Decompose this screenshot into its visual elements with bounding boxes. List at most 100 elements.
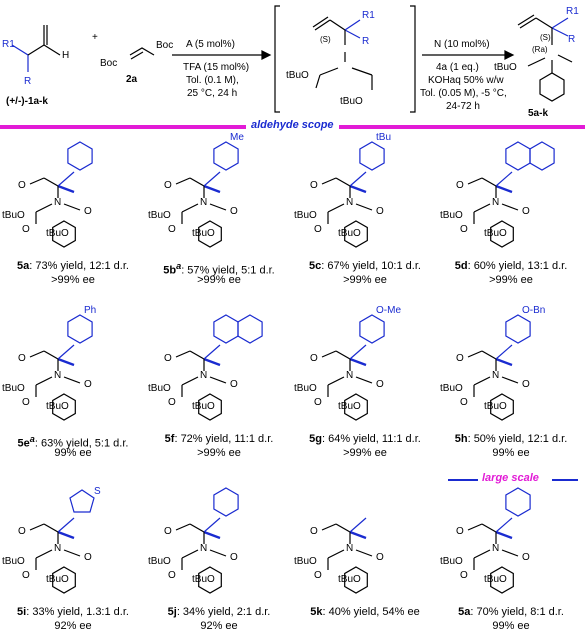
intermediate-group-b: tBuO bbox=[340, 96, 363, 107]
fused-ring bbox=[237, 314, 263, 344]
step2-reagent: 4a (1 eq.) bbox=[436, 62, 479, 73]
tbuo-group-lower: tBuO bbox=[338, 574, 361, 585]
compound-id: 5c bbox=[309, 260, 322, 272]
tbuo-group: tBuO bbox=[148, 383, 171, 394]
product-caption: 5i: 33% yield, 1.3:1 d.r. bbox=[0, 606, 146, 619]
nitrogen-atom: N bbox=[54, 197, 61, 208]
tbuo-group-lower: tBuO bbox=[192, 228, 215, 239]
nitrogen-atom: N bbox=[346, 197, 353, 208]
tbuo-group-lower: tBuO bbox=[484, 401, 507, 412]
tbuo-group: tBuO bbox=[294, 210, 317, 221]
tbuo-group: tBuO bbox=[440, 383, 463, 394]
lactam-oxygen: O bbox=[230, 379, 238, 390]
ee-text: 92% ee bbox=[200, 620, 238, 632]
step2-solvent: Tol. (0.05 M), -5 °C, bbox=[420, 88, 507, 99]
aryl-ring bbox=[505, 487, 531, 517]
nitrogen-atom: N bbox=[200, 370, 207, 381]
nitrogen-atom: N bbox=[492, 543, 499, 554]
carbamate-oxygen: O bbox=[314, 224, 322, 235]
product-caption: 5k: 40% yield, 54% ee bbox=[292, 606, 438, 619]
aryl-ring bbox=[67, 314, 93, 344]
product-caption: 5g: 64% yield, 11:1 d.r. bbox=[292, 433, 438, 446]
lactam-oxygen: O bbox=[522, 379, 530, 390]
nitrogen-atom: N bbox=[54, 543, 61, 554]
product-caption: 5ea: 63% yield, 5:1 d.r. bbox=[0, 433, 146, 451]
aryl-ring bbox=[505, 141, 531, 171]
step1-solvent: Tol. (0.1 M), bbox=[186, 75, 239, 86]
aryl-ring bbox=[213, 314, 239, 344]
compound-id: 5j bbox=[167, 606, 177, 618]
compound-id: 5f bbox=[164, 433, 175, 445]
yield-text: : 72% yield, 11:1 d.r. bbox=[174, 433, 274, 445]
aryl-substituent: O-Bn bbox=[522, 305, 545, 316]
benzo-ring bbox=[344, 566, 368, 594]
carbamate-oxygen: O bbox=[314, 397, 322, 408]
tbuo-group: tBuO bbox=[294, 556, 317, 567]
product-caption: 5a: 70% yield, 8:1 d.r. bbox=[438, 606, 584, 619]
tbuo-group-lower: tBuO bbox=[338, 228, 361, 239]
carbamate-oxygen: O bbox=[22, 570, 30, 581]
lactam-oxygen: O bbox=[230, 552, 238, 563]
reactant1-h: H bbox=[62, 50, 69, 61]
ee-text: >99% ee bbox=[343, 274, 387, 286]
lactam-oxygen: O bbox=[522, 552, 530, 563]
reaction-scheme: R1 R H (+/-)-1a-k + Boc Boc 2a A (5 mol%… bbox=[2, 5, 579, 119]
compound-id: 5a bbox=[458, 606, 471, 618]
benzo-ring bbox=[490, 566, 514, 594]
aryl-ring bbox=[505, 314, 531, 344]
nitrogen-atom: N bbox=[492, 370, 499, 381]
sulfur-atom: S bbox=[94, 486, 101, 497]
carbamate-oxygen: O bbox=[22, 397, 30, 408]
tbuo-group: tBuO bbox=[148, 210, 171, 221]
yield-text: : 57% yield, 5:1 d.r. bbox=[181, 264, 275, 277]
tbuo-group: tBuO bbox=[440, 210, 463, 221]
compound-id: 5i bbox=[17, 606, 27, 618]
lactam-oxygen: O bbox=[376, 379, 384, 390]
footnote-marker: a bbox=[29, 434, 35, 444]
yield-text: : 73% yield, 12:1 d.r. bbox=[29, 260, 129, 272]
large-scale-line-right bbox=[552, 479, 578, 481]
step1-conditions: 25 °C, 24 h bbox=[187, 88, 237, 99]
aryl-ring bbox=[213, 487, 239, 517]
aldehyde-oxygen: O bbox=[456, 180, 464, 191]
aldehyde-oxygen: O bbox=[456, 353, 464, 364]
tbuo-group-lower: tBuO bbox=[46, 401, 69, 412]
reactant2-label: 2a bbox=[126, 74, 138, 85]
aryl-substituent: tBu bbox=[376, 132, 391, 143]
compound-id: 5g bbox=[309, 433, 322, 445]
nitrogen-atom: N bbox=[346, 370, 353, 381]
nitrogen-atom: N bbox=[200, 543, 207, 554]
aldehyde-oxygen: O bbox=[164, 180, 172, 191]
intermediate-r1: R1 bbox=[362, 10, 375, 21]
tbuo-group-lower: tBuO bbox=[192, 401, 215, 412]
lactam-oxygen: O bbox=[522, 206, 530, 217]
step1-additive: TFA (15 mol%) bbox=[183, 62, 249, 73]
reactant1-label: (+/-)-1a-k bbox=[6, 96, 48, 107]
product-r: R bbox=[568, 34, 575, 45]
tbuo-group-lower: tBuO bbox=[46, 228, 69, 239]
ee-text: >99% ee bbox=[197, 274, 241, 286]
yield-text: : 67% yield, 10:1 d.r. bbox=[321, 260, 421, 272]
tbuo-group: tBuO bbox=[2, 556, 25, 567]
aldehyde-oxygen: O bbox=[456, 526, 464, 537]
step2-base: KOHaq 50% w/w bbox=[428, 75, 504, 86]
tbuo-group: tBuO bbox=[440, 556, 463, 567]
compound-id: 5b bbox=[163, 264, 177, 277]
product-r1: R1 bbox=[566, 6, 579, 17]
intermediate-group-a: tBuO bbox=[286, 70, 309, 81]
aldehyde-oxygen: O bbox=[310, 353, 318, 364]
product-caption: 5ba: 57% yield, 5:1 d.r. bbox=[146, 260, 292, 278]
aryl-ring bbox=[213, 141, 239, 171]
compound-id: 5a bbox=[17, 260, 30, 272]
tbuo-group-lower: tBuO bbox=[484, 574, 507, 585]
product-caption: 5a: 73% yield, 12:1 d.r. bbox=[0, 260, 146, 273]
